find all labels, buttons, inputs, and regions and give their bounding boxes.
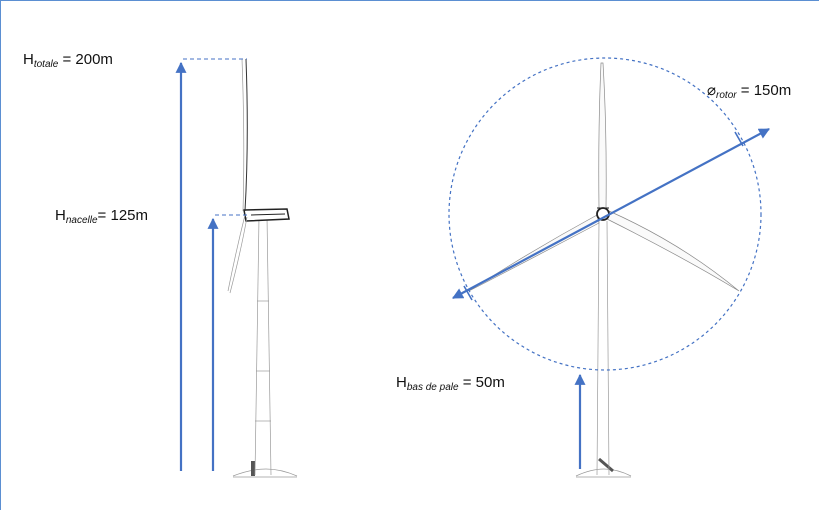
rotor-diameter-arrow: [452, 128, 770, 299]
front-view-turbine: [468, 62, 740, 478]
total-height-label: Htotale = 200m: [23, 51, 113, 70]
side-view-turbine: [227, 58, 298, 478]
blade-tip-height-label: Hbas de pale = 50m: [396, 374, 505, 393]
rotor-diameter-label: ⌀rotor = 150m: [707, 82, 792, 101]
nacelle-height-label: Hnacelle= 125m: [55, 207, 148, 226]
